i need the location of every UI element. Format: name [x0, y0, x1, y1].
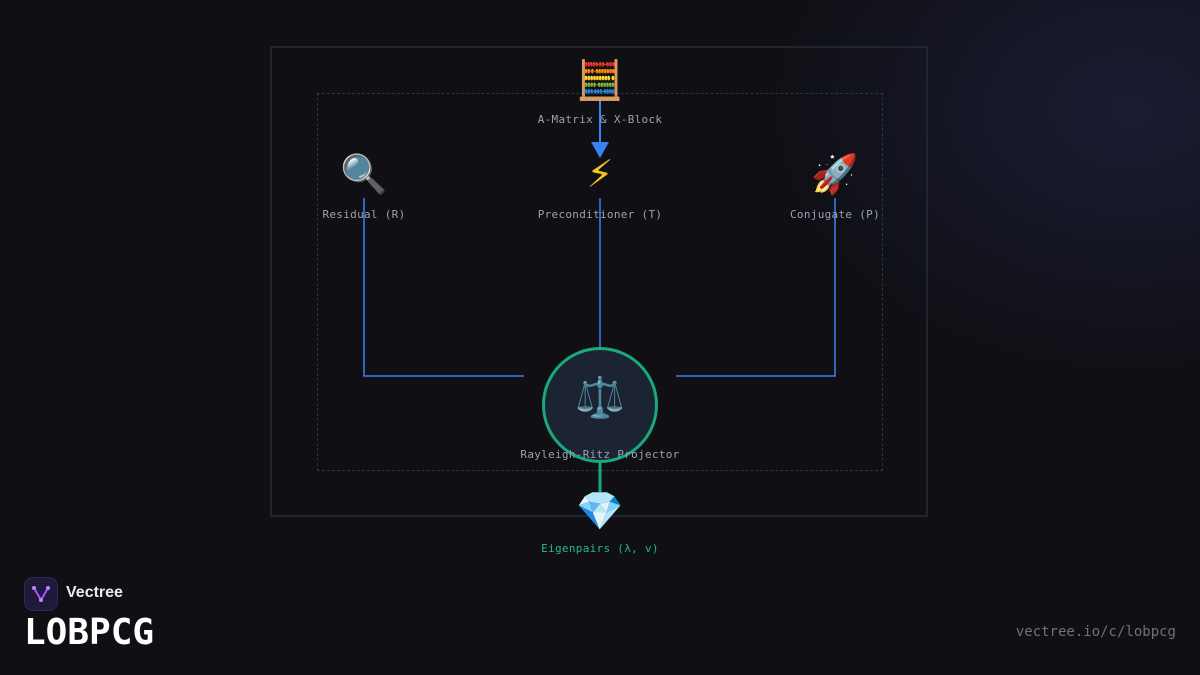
lightning-icon: ⚡ [586, 152, 614, 196]
rocket-icon: 🚀 [811, 152, 859, 196]
input-label: A-Matrix & X-Block [537, 113, 663, 126]
wire-conjugate-to-projector [676, 198, 836, 377]
projector-label: Rayleigh-Ritz Projector [520, 448, 680, 461]
vectree-logo-icon [24, 577, 58, 611]
brand-name: Vectree [66, 584, 123, 601]
outer-frame [270, 46, 928, 517]
magnifier-icon: 🔍 [340, 152, 388, 196]
output-label: Eigenpairs (λ, v) [541, 542, 659, 555]
page-title: LOBPCG [24, 612, 155, 653]
gem-icon: 💎 [576, 489, 624, 533]
conjugate-label: Conjugate (P) [790, 208, 880, 221]
preconditioner-label: Preconditioner (T) [537, 208, 663, 221]
arrowhead-preconditioner [591, 142, 609, 158]
scales-icon: ⚖️ [575, 375, 625, 421]
abacus-icon: 🧮 [576, 58, 624, 102]
source-url[interactable]: vectree.io/c/lobpcg [1015, 624, 1176, 640]
residual-label: Residual (R) [322, 208, 406, 221]
wire-residual-to-projector [363, 198, 524, 377]
projector-node: ⚖️ [542, 347, 658, 463]
